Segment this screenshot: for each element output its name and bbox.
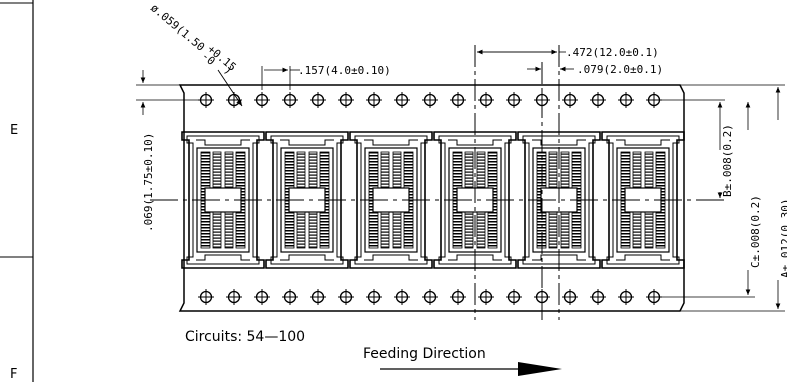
pocket-pitch-label: .472(12.0±0.1) [566, 46, 659, 59]
dimension-a-label: A±.012(0.30) [779, 199, 787, 278]
zone-label-f: F [10, 367, 17, 382]
hole-diameter-label: ø.059(1.50 [148, 1, 207, 54]
edge-to-hole-label: .069(1.75±0.10) [142, 133, 155, 232]
hole-diameter-leader [217, 69, 243, 107]
sprocket-holes-bottom [197, 288, 663, 306]
hole-diameter-callout: ø.059(1.50 +0.15 -0 ) [148, 1, 239, 77]
feeding-direction-arrow [380, 362, 562, 376]
zone-label-e: E [10, 123, 18, 138]
edge-to-hole-dimension [136, 70, 200, 115]
hole-pitch-label: .157(4.0±0.10) [298, 64, 391, 77]
half-pitch-label: .079(2.0±0.1) [577, 63, 663, 76]
feeding-direction-note: Feeding Direction [363, 346, 486, 362]
dimension-b-label: B±.008(0.2) [721, 124, 734, 197]
dimension-c-label: C±.008(0.2) [749, 195, 762, 268]
circuits-note: Circuits: 54—100 [185, 329, 305, 345]
hole-pitch-dimension [261, 66, 300, 90]
right-dimensions [660, 84, 785, 312]
sprocket-holes-top [197, 91, 663, 109]
